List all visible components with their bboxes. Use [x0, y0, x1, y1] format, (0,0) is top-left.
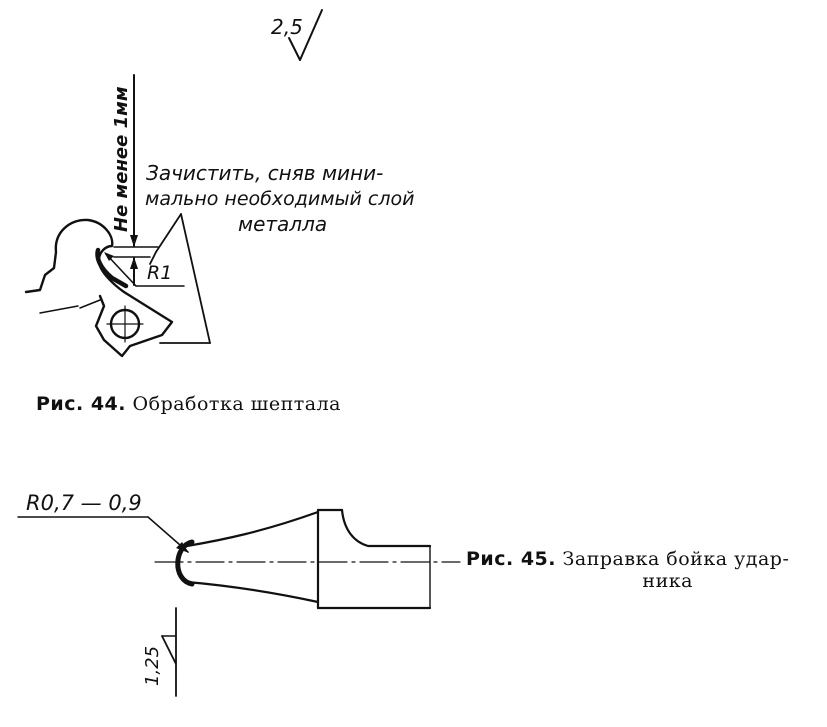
- fig44-radius-leader: [104, 252, 185, 287]
- fig44-sear-part: [24, 218, 174, 358]
- fig44-note-line3: металла: [238, 212, 327, 236]
- fig44-min-label: Не менее 1мм: [111, 86, 132, 232]
- fig45-roughness-value: 1,25: [142, 646, 163, 686]
- fig44-caption-text: Обработка шептала: [132, 393, 341, 415]
- fig45-roughness-mark: 1,25: [142, 607, 177, 697]
- fig44-caption: Рис. 44. Обработка шептала: [36, 393, 341, 415]
- fig44-note-leader: [149, 213, 211, 344]
- fig45-caption: Рис. 45. Заправка бойка удар- ника: [466, 548, 789, 592]
- fig45-radius-label: R0,7 — 0,9: [26, 491, 142, 515]
- fig44-radius-label: R1: [147, 262, 172, 284]
- fig44-note-line2: мально необходимый слой: [145, 188, 415, 210]
- fig45-drawing: R0,7 — 0,9 1,25: [17, 491, 461, 697]
- fig44-roughness-mark: 2,5: [271, 9, 323, 61]
- fig44-caption-prefix: Рис. 44.: [36, 393, 126, 415]
- fig45-striker-part: [175, 508, 432, 610]
- fig45-caption-prefix: Рис. 45.: [466, 548, 556, 570]
- fig45-caption-line1: Заправка бойка удар-: [562, 548, 790, 570]
- fig44-note-line1: Зачистить, сняв мини-: [146, 161, 383, 185]
- fig45-radius-leader: [17, 516, 189, 553]
- fig45-caption-line2: ника: [642, 570, 693, 592]
- fig44-roughness-value: 2,5: [271, 15, 303, 39]
- fig44-drawing: 2,5 Не менее 1мм Зачистить, сняв мини- м…: [24, 9, 415, 358]
- fig44-dimension-min: Не менее 1мм: [111, 74, 159, 286]
